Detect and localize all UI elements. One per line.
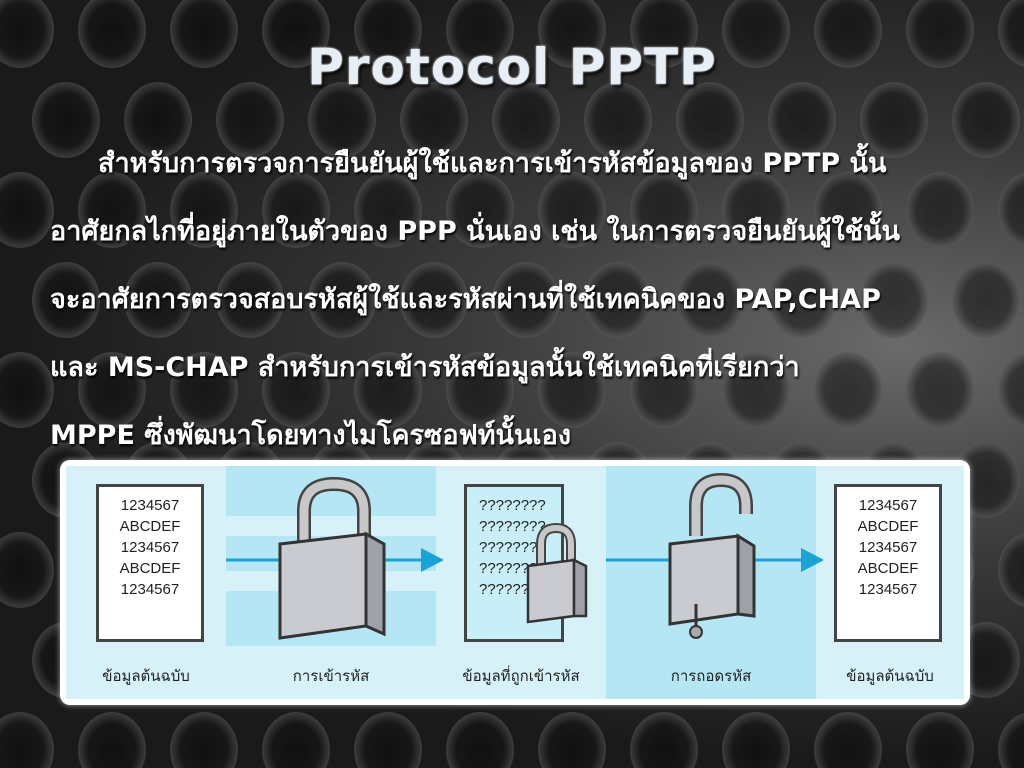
grille-hole <box>630 712 698 768</box>
grille-hole <box>538 712 606 768</box>
doc-line: 1234567 <box>858 497 918 514</box>
grille-hole <box>998 533 1024 607</box>
grille-hole <box>354 712 422 768</box>
doc-line: 1234567 <box>858 581 918 598</box>
closed-lock-icon <box>278 476 386 640</box>
doc-line: ABCDEF <box>857 518 919 535</box>
grille-hole <box>998 713 1024 768</box>
grille-hole <box>262 712 330 768</box>
body-paragraph: สำหรับการตรวจการยืนยันผู้ใช้และการเข้ารห… <box>50 130 980 470</box>
doc-line: ABCDEF <box>119 518 181 535</box>
caption-band-2 <box>606 646 816 699</box>
paragraph-line-3: จะอาศัยการตรวจสอบรหัสผู้ใช้และรหัสผ่านที… <box>50 284 881 315</box>
paragraph-line-4: และ MS-CHAP สำหรับการเข้ารหัสข้อมูลนั้นใ… <box>50 352 800 383</box>
grille-hole <box>814 712 882 768</box>
decrypted-document: 1234567 ABCDEF 1234567 ABCDEF 1234567 <box>834 484 942 642</box>
doc-line: ABCDEF <box>857 560 919 577</box>
doc-line: ABCDEF <box>119 560 181 577</box>
caption-original: ข้อมูลต้นฉบับ <box>102 667 190 685</box>
original-document: 1234567 ABCDEF 1234567 ABCDEF 1234567 <box>96 484 204 642</box>
doc-line: ???????? <box>479 539 546 556</box>
doc-line: 1234567 <box>120 497 180 514</box>
grille-hole <box>998 353 1024 427</box>
diagram-graphics <box>226 472 824 640</box>
doc-line: 1234567 <box>858 539 918 556</box>
encryption-diagram: 1234567 ABCDEF 1234567 ABCDEF 1234567 ??… <box>60 460 970 705</box>
grille-hole <box>78 712 146 768</box>
grille-hole <box>0 712 54 768</box>
page-title: Protocol PPTP <box>307 38 717 96</box>
paragraph-line-1: สำหรับการตรวจการยืนยันผู้ใช้และการเข้ารห… <box>98 148 887 179</box>
doc-line: 1234567 <box>120 539 180 556</box>
grille-hole <box>906 712 974 768</box>
grille-hole <box>446 712 514 768</box>
paragraph-line-5: MPPE ซึ่งพัฒนาโดยทางไมโครซอฟท์นั้นเอง <box>50 420 572 451</box>
grille-hole <box>0 532 54 608</box>
caption-result: ข้อมูลต้นฉบับ <box>846 667 934 685</box>
grille-hole <box>170 712 238 768</box>
small-lock-icon <box>526 522 588 624</box>
open-lock-icon <box>668 472 756 639</box>
grille-hole <box>0 352 54 428</box>
grille-hole <box>722 712 790 768</box>
paragraph-line-2: อาศัยกลไกที่อยู่ภายในตัวของ PPP นั่นเอง … <box>50 216 900 247</box>
stripe-1 <box>226 516 436 536</box>
caption-encrypt: การเข้ารหัส <box>292 667 370 685</box>
caption-decrypt: การถอดรหัส <box>670 667 752 685</box>
grille-hole <box>998 173 1024 247</box>
caption-encrypted: ข้อมูลที่ถูกเข้ารหัส <box>462 667 580 685</box>
caption-band <box>226 646 436 699</box>
doc-line: ???????? <box>479 497 546 514</box>
doc-line: ???????? <box>479 518 546 535</box>
grille-hole <box>0 172 54 248</box>
doc-line: 1234567 <box>120 581 180 598</box>
